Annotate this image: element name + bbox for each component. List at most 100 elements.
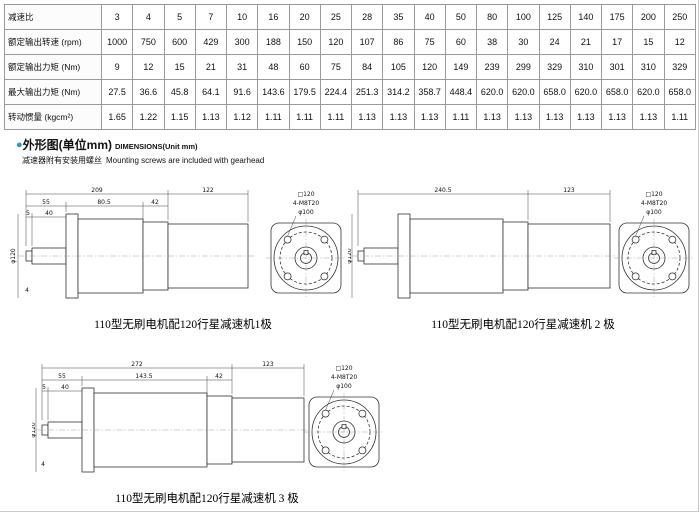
spec-cell: 20 (288, 4, 321, 30)
spec-cell: 12 (663, 29, 696, 55)
front-view (308, 396, 380, 468)
spec-cell: 30 (507, 29, 540, 55)
spec-cell: 1.12 (225, 104, 259, 130)
spec-cell: 15 (163, 54, 196, 80)
dim-flange-diameter: φ120 (32, 422, 37, 438)
spec-cell: 50 (444, 4, 478, 30)
label-mounting-bolts: 4-M8T20 (641, 200, 667, 207)
spec-cell: 300 (225, 29, 259, 55)
spec-cell: 105 (382, 54, 415, 80)
dim-adapter: 42 (215, 373, 223, 380)
spec-cell: 86 (382, 29, 415, 55)
spec-cell: 25 (319, 4, 353, 30)
spec-cell: 310 (632, 54, 665, 80)
label-mounting-bolts: 4-M8T20 (293, 200, 319, 207)
spec-cell: 1.13 (350, 104, 384, 130)
spec-cell: 358.7 (413, 79, 446, 105)
label-square-flange: □120 (335, 365, 352, 372)
section-title-cn: 外形图(单位mm) (22, 138, 112, 152)
spec-cell: 1.11 (319, 104, 353, 130)
spec-cell: 448.4 (444, 79, 478, 105)
spec-cell: 91.6 (225, 79, 259, 105)
spec-cell: 429 (194, 29, 228, 55)
spec-cell: 620.0 (632, 79, 665, 105)
label-pilot-diameter: φ100 (298, 209, 314, 216)
dim-flange-diameter: φ120 (348, 248, 353, 264)
spec-cell: 143.6 (257, 79, 290, 105)
spec-cell: 179.5 (288, 79, 321, 105)
spec-cell: 125 (538, 4, 571, 30)
dim-chamfer: 4 (41, 461, 45, 468)
spec-row-label: 额定输出力矩 (Nm) (4, 54, 102, 80)
spec-row-label: 减速比 (4, 4, 102, 30)
spec-cell: 310 (569, 54, 603, 80)
bolt-leader-line (325, 389, 335, 411)
drawing-1stage: 209 122 55 80.5 42 5 40 φ120 4 (10, 187, 346, 299)
spec-cell: 9 (100, 54, 134, 80)
spec-cell: 4 (132, 4, 165, 30)
spec-cell: 239 (475, 54, 509, 80)
spec-cell: 1.22 (132, 104, 165, 130)
spec-cell: 5 (163, 4, 196, 30)
dim-shaft-step2: 40 (45, 210, 53, 217)
note-cn: 减速器附有安装用螺丝 (22, 156, 102, 165)
spec-cell: 1.13 (413, 104, 446, 130)
drawing-2stage: 240.5 123 φ120 (348, 187, 694, 299)
spec-cell: 620.0 (475, 79, 509, 105)
spec-cell: 24 (538, 29, 571, 55)
spec-cell: 200 (632, 4, 665, 30)
spec-cell: 658.0 (663, 79, 696, 105)
spec-cell: 3 (100, 4, 134, 30)
spec-cell: 21 (569, 29, 603, 55)
note-en: Mounting screws are included with gearhe… (106, 156, 265, 165)
dim-total: 240.5 (434, 187, 451, 194)
spec-cell: 64.1 (194, 79, 228, 105)
spec-cell: 17 (600, 29, 634, 55)
bullet-icon: ● (16, 139, 23, 151)
dim-shaft-step2: 40 (61, 384, 69, 391)
spec-row-label: 额定输出转速 (rpm) (4, 29, 102, 55)
figure-gearmotor-3stage: 272 123 55 143.5 42 5 40 φ120 4 (32, 360, 382, 506)
bolt-leader-line (635, 215, 645, 237)
spec-cell: 620.0 (507, 79, 540, 105)
spec-cell: 1.11 (257, 104, 290, 130)
dim-shaft-step1: 5 (26, 210, 30, 217)
spec-cell: 149 (444, 54, 478, 80)
spec-cell: 329 (663, 54, 696, 80)
spec-cell: 120 (413, 54, 446, 80)
spec-cell: 1.65 (100, 104, 134, 130)
spec-cell: 224.4 (319, 79, 353, 105)
spec-cell: 1.13 (569, 104, 603, 130)
spec-cell: 15 (632, 29, 665, 55)
spec-cell: 60 (288, 54, 321, 80)
spec-cell: 600 (163, 29, 196, 55)
dim-flange-diameter: φ120 (10, 248, 17, 264)
spec-cell: 1.11 (288, 104, 321, 130)
spec-cell: 48 (257, 54, 290, 80)
spec-cell: 301 (600, 54, 634, 80)
dim-motor-length: 123 (563, 187, 575, 194)
spec-cell: 1.13 (600, 104, 634, 130)
spec-cell: 299 (507, 54, 540, 80)
spec-cell: 140 (569, 4, 603, 30)
figure-caption: 110型无刷电机配120行星减速机 3 极 (115, 493, 299, 505)
spec-cell: 12 (132, 54, 165, 80)
spec-cell: 31 (225, 54, 259, 80)
spec-cell: 60 (444, 29, 478, 55)
spec-cell: 314.2 (382, 79, 415, 105)
dim-motor-length: 123 (262, 361, 274, 368)
spec-cell: 75 (413, 29, 446, 55)
label-pilot-diameter: φ100 (646, 209, 662, 216)
label-square-flange: □120 (297, 191, 314, 198)
spec-cell: 75 (319, 54, 353, 80)
dim-gearbox-body: 80.5 (97, 199, 111, 206)
spec-row-label: 最大输出力矩 (Nm) (4, 79, 102, 105)
dim-total: 272 (131, 361, 143, 368)
side-view (41, 387, 305, 473)
spec-cell: 1000 (100, 29, 134, 55)
